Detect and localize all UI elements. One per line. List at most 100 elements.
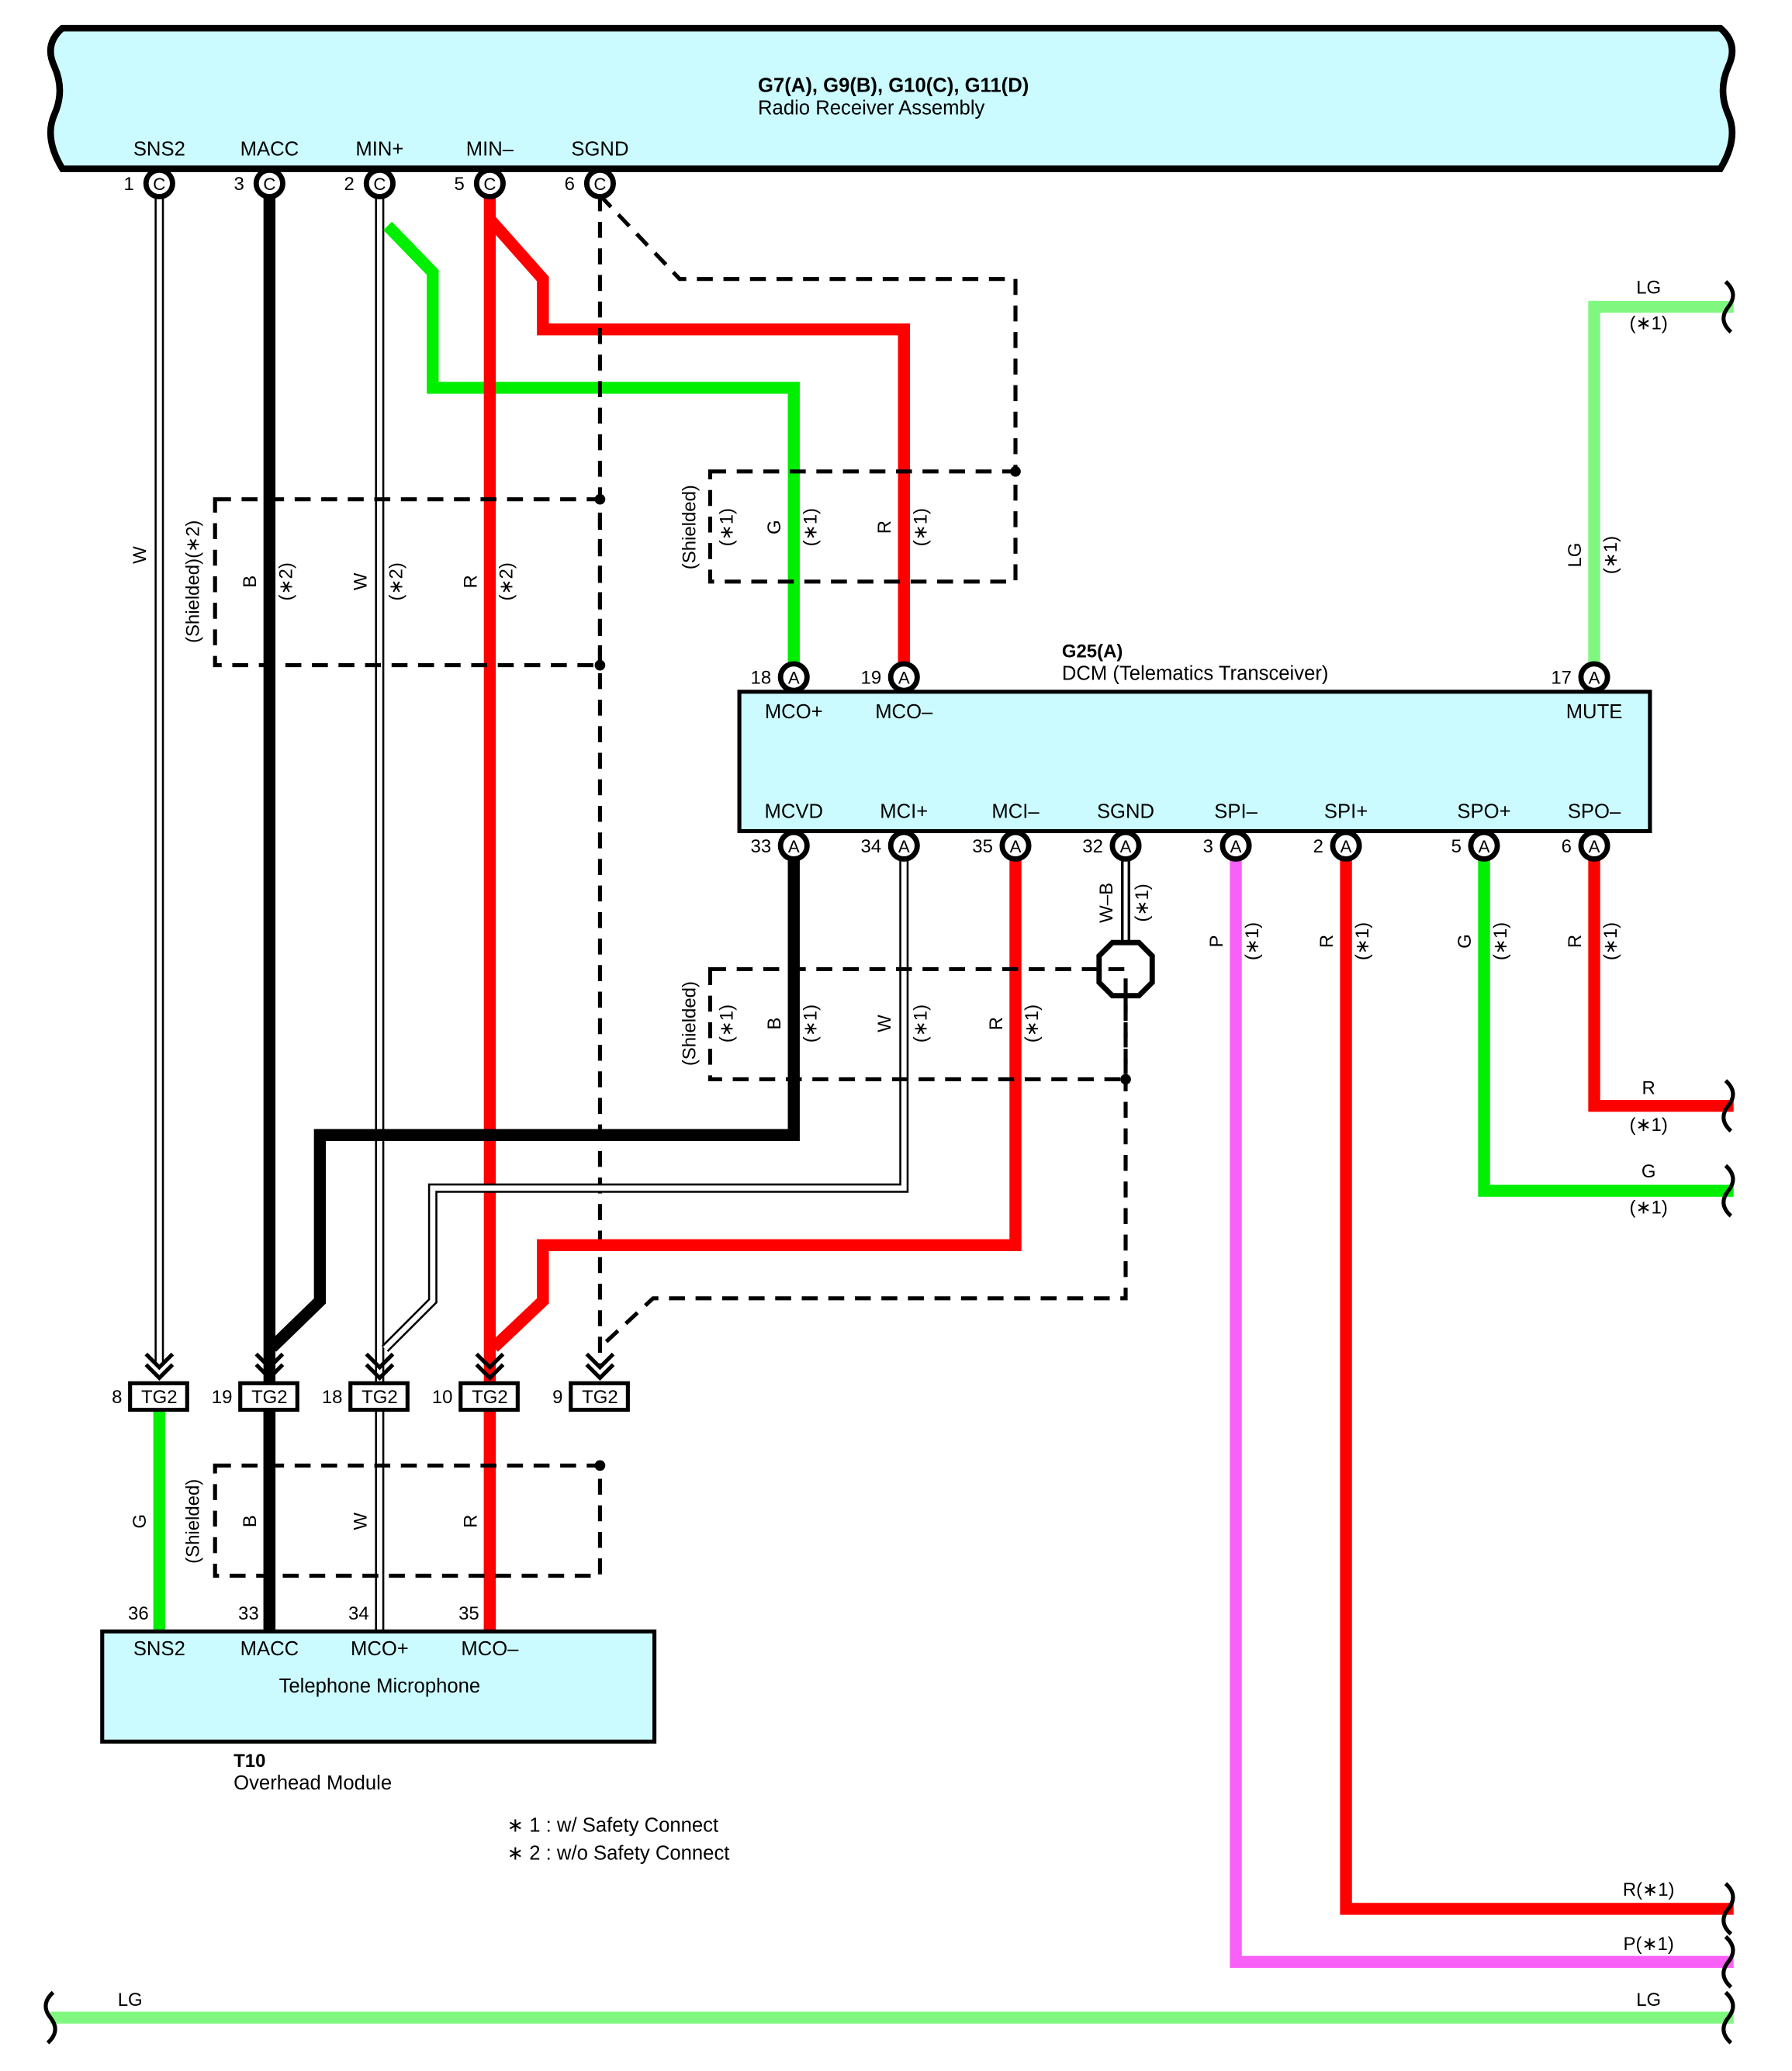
tg2-pin-8: TG2 8 bbox=[112, 1352, 189, 1412]
svg-text:6: 6 bbox=[565, 174, 575, 195]
svg-text:(∗2): (∗2) bbox=[275, 562, 296, 600]
svg-text:(∗1): (∗1) bbox=[800, 508, 821, 546]
svg-text:A: A bbox=[1589, 837, 1600, 856]
tg2-junction-connectors: TG2 8 TG2 19 TG2 18 TG2 10 TG2 9 bbox=[112, 1352, 630, 1412]
svg-text:R(∗1): R(∗1) bbox=[1623, 1879, 1675, 1900]
svg-text:(Shielded)(∗2): (Shielded)(∗2) bbox=[183, 520, 204, 643]
svg-text:LG: LG bbox=[1636, 277, 1661, 298]
svg-text:G: G bbox=[764, 520, 785, 534]
telephone-microphone: SNS2 MACC MCO+ MCO– Telephone Microphone… bbox=[100, 1603, 657, 1744]
svg-text:5: 5 bbox=[455, 174, 465, 195]
radio-pin-label-sns2: SNS2 bbox=[133, 139, 185, 161]
svg-text:2: 2 bbox=[344, 174, 355, 195]
svg-text:A: A bbox=[898, 837, 910, 856]
svg-text:R: R bbox=[1642, 1077, 1655, 1098]
radio-pin-2: C 2 bbox=[344, 167, 396, 199]
svg-text:R: R bbox=[874, 520, 895, 534]
dcm-pin-18: A 18 bbox=[751, 661, 810, 693]
radio-pin-5: C 5 bbox=[455, 167, 506, 199]
wire-r-spi-plus bbox=[1340, 860, 1734, 1915]
dcm-pin-label-spo-plus: SPO+ bbox=[1457, 800, 1510, 822]
svg-text:C: C bbox=[263, 175, 275, 194]
dcm-pin-3: A 3 bbox=[1203, 829, 1252, 862]
svg-text:A: A bbox=[788, 669, 800, 688]
radio-pin-label-sgnd: SGND bbox=[571, 139, 628, 161]
svg-text:8: 8 bbox=[112, 1387, 122, 1408]
svg-text:33: 33 bbox=[751, 836, 772, 857]
mic-pin-label-sns2: SNS2 bbox=[133, 1638, 185, 1660]
radio-pin-3: C 3 bbox=[234, 167, 285, 199]
svg-text:R: R bbox=[986, 1017, 1007, 1030]
svg-text:LG: LG bbox=[1565, 543, 1586, 568]
svg-text:(Shielded): (Shielded) bbox=[183, 1479, 204, 1564]
svg-text:(∗1): (∗1) bbox=[717, 1004, 738, 1042]
dcm-pin-33: A 33 bbox=[751, 829, 810, 862]
dcm-bottom-connector-pins: A 33 A 34 A 35 A 32 A 3 A 2 bbox=[751, 829, 1610, 862]
svg-text:W: W bbox=[350, 1513, 371, 1530]
radio-connector-pins: C 1 C 3 C 2 C 5 C 6 bbox=[123, 167, 616, 199]
mic-pin-label-mco-plus: MCO+ bbox=[351, 1638, 409, 1660]
svg-text:(∗1): (∗1) bbox=[800, 1004, 821, 1042]
svg-text:W–B: W–B bbox=[1096, 883, 1117, 923]
svg-text:B: B bbox=[240, 1515, 261, 1527]
wire-g-spo-plus bbox=[1478, 860, 1734, 1197]
svg-text:5: 5 bbox=[1451, 836, 1462, 857]
wire-lg-mute bbox=[1588, 300, 1734, 675]
dcm-pin-label-spi-plus: SPI+ bbox=[1324, 800, 1368, 822]
radio-subtitle: Radio Receiver Assembly bbox=[758, 97, 984, 119]
svg-text:C: C bbox=[483, 175, 496, 194]
svg-text:(∗1): (∗1) bbox=[1630, 313, 1668, 334]
radio-pin-6: C 6 bbox=[565, 167, 616, 199]
svg-text:W: W bbox=[350, 572, 371, 590]
svg-text:R: R bbox=[1565, 935, 1586, 948]
svg-text:P: P bbox=[1206, 935, 1227, 948]
svg-text:18: 18 bbox=[751, 668, 772, 689]
svg-text:(Shielded): (Shielded) bbox=[680, 485, 701, 569]
tg2-pin-9: TG2 9 bbox=[552, 1352, 630, 1412]
radio-pin-1: C 1 bbox=[123, 167, 175, 199]
wire-r-mco-minus bbox=[485, 215, 910, 675]
tg2-pin-10: TG2 10 bbox=[432, 1352, 520, 1412]
dcm-pin-6: A 6 bbox=[1562, 829, 1610, 862]
dcm-pin-35: A 35 bbox=[972, 829, 1032, 862]
mic-pin-num-35: 35 bbox=[458, 1603, 479, 1624]
mic-pin-label-macc: MACC bbox=[240, 1638, 299, 1660]
radio-receiver-assembly: G7(A), G9(B), G10(C), G11(D) Radio Recei… bbox=[47, 24, 1736, 172]
svg-text:G: G bbox=[1642, 1161, 1656, 1182]
svg-text:(∗1): (∗1) bbox=[1630, 1197, 1668, 1218]
svg-text:A: A bbox=[1010, 837, 1022, 856]
svg-text:W: W bbox=[874, 1015, 895, 1032]
svg-text:(∗2): (∗2) bbox=[386, 562, 406, 600]
shield-node bbox=[1010, 465, 1021, 477]
svg-text:(∗1): (∗1) bbox=[1242, 922, 1263, 960]
svg-text:9: 9 bbox=[552, 1387, 562, 1408]
shield-drain-dcm bbox=[598, 194, 1018, 472]
svg-text:C: C bbox=[593, 175, 606, 194]
svg-text:(Shielded): (Shielded) bbox=[680, 981, 701, 1066]
wire-b-mcvd bbox=[268, 860, 800, 1352]
radio-title: G7(A), G9(B), G10(C), G11(D) bbox=[758, 74, 1029, 96]
svg-text:19: 19 bbox=[861, 668, 882, 689]
radio-pin-label-min-plus: MIN+ bbox=[355, 139, 403, 161]
radio-pin-label-min-minus: MIN– bbox=[466, 139, 514, 161]
svg-text:19: 19 bbox=[212, 1387, 233, 1408]
dcm-pin-label-spo-minus: SPO– bbox=[1568, 800, 1621, 822]
ground-point-icon bbox=[1096, 939, 1155, 999]
svg-text:P(∗1): P(∗1) bbox=[1624, 1934, 1674, 1955]
dcm-subtitle: DCM (Telematics Transceiver) bbox=[1062, 662, 1329, 684]
wire-w-mci-plus bbox=[381, 860, 909, 1353]
svg-text:W: W bbox=[130, 546, 150, 564]
svg-text:1: 1 bbox=[123, 174, 133, 195]
shield-node bbox=[594, 493, 606, 505]
shield-node bbox=[1120, 1074, 1131, 1085]
svg-text:R: R bbox=[1316, 935, 1337, 948]
svg-text:2: 2 bbox=[1313, 836, 1323, 857]
svg-text:TG2: TG2 bbox=[362, 1387, 398, 1408]
svg-text:(∗1): (∗1) bbox=[1490, 922, 1511, 960]
svg-text:B: B bbox=[764, 1018, 785, 1030]
svg-text:A: A bbox=[898, 669, 910, 688]
svg-text:G: G bbox=[130, 1514, 150, 1529]
module-subtitle: Overhead Module bbox=[234, 1772, 392, 1794]
mic-pin-num-34: 34 bbox=[348, 1603, 369, 1624]
